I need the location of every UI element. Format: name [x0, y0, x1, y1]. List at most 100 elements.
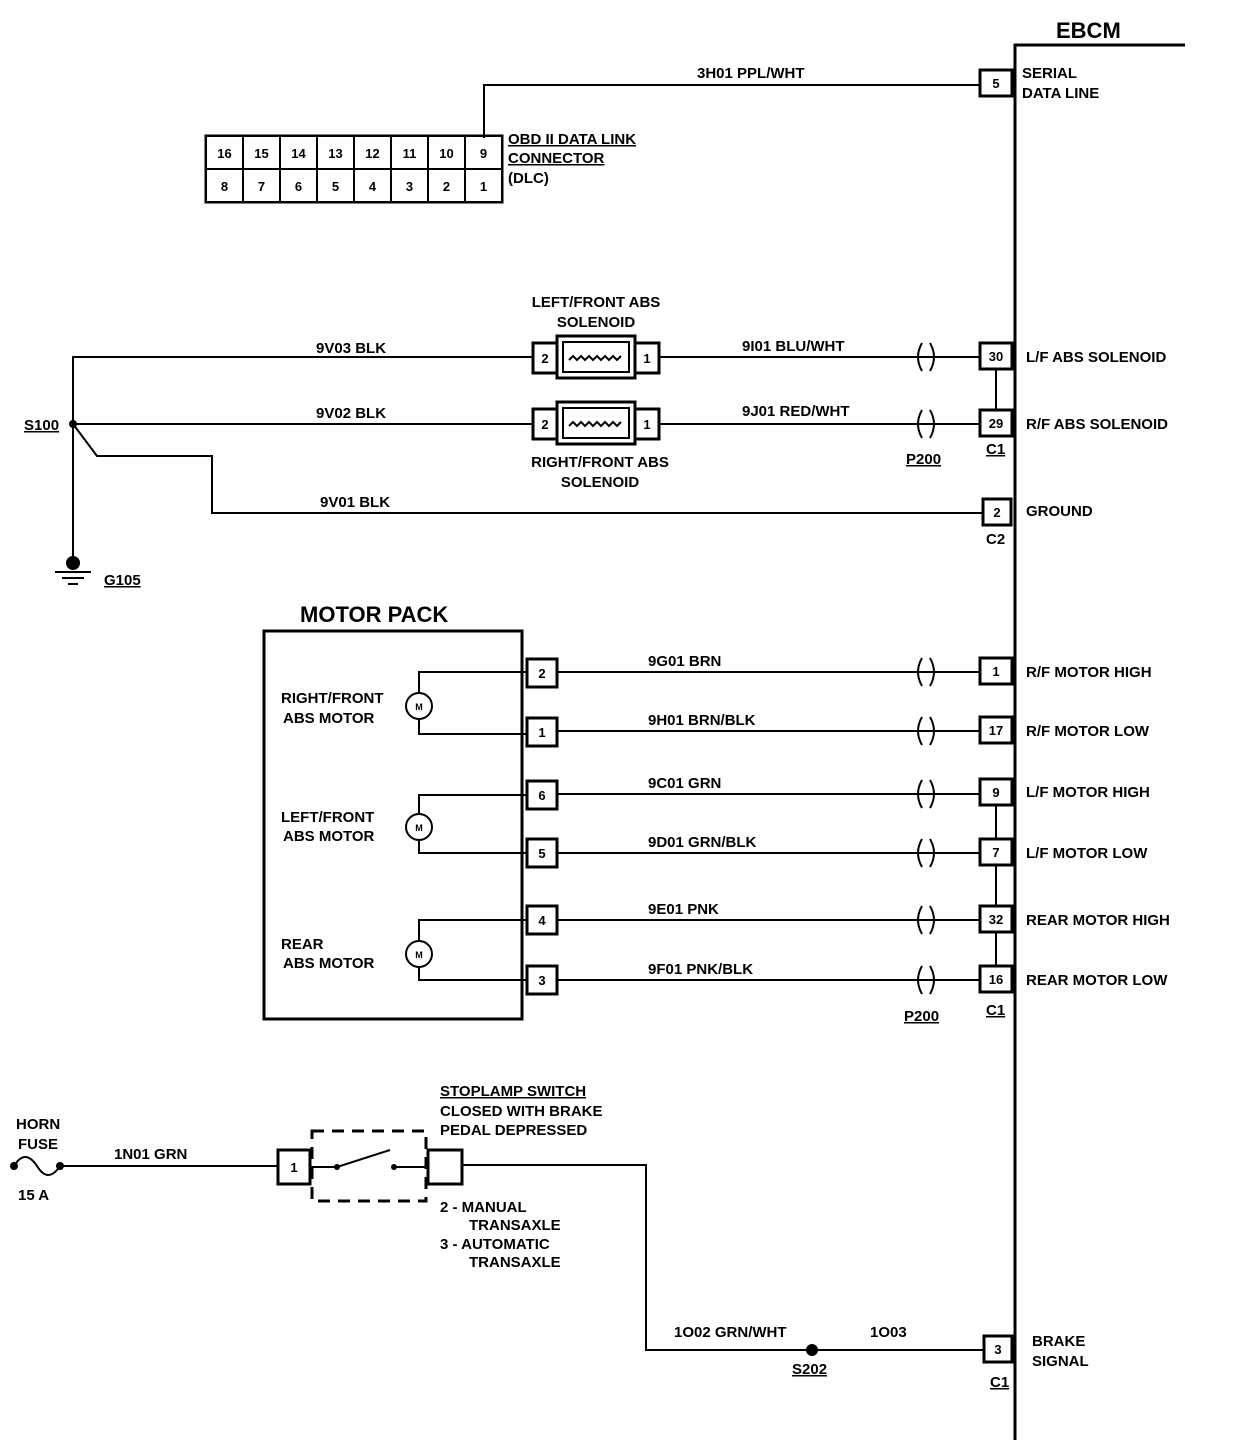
rear-motor-icon: [405, 940, 433, 968]
switch-arm-icon: [336, 1149, 391, 1168]
ebcm-pin-rf-low: 17: [989, 723, 1003, 738]
ebcm-connector-c1-a: C1: [986, 441, 1005, 458]
wire-label-horn-feed: 1N01 GRN: [114, 1146, 187, 1163]
stoplamp-note-1: 2 - MANUAL: [440, 1199, 527, 1216]
ebcm-pin-brake: 3: [994, 1342, 1001, 1357]
ebcm-serial-label-1: SERIAL: [1022, 65, 1077, 82]
wire-label-rf-high: 9G01 BRN: [648, 653, 721, 670]
p200-label-b: P200: [904, 1008, 939, 1025]
dlc-pin-13: 13: [328, 146, 342, 161]
dlc-pin-5: 5: [332, 179, 339, 194]
motor-pack-pin-6: 6: [538, 788, 545, 803]
fuse-rating: 15 A: [18, 1187, 49, 1204]
ebcm-connector-c2: C2: [986, 531, 1005, 548]
wire-label-sol-lf: 9I01 BLU/WHT: [742, 338, 845, 355]
rear-motor-label-1: REAR: [281, 936, 324, 953]
ebcm-rf-high-label: R/F MOTOR HIGH: [1026, 664, 1152, 681]
ebcm-module: EBCM 5 SERIAL DATA LINE 30 L/F ABS SOLEN…: [978, 18, 1185, 1440]
ebcm-pin-rf-high: 1: [992, 664, 999, 679]
ebcm-brake-label-1: BRAKE: [1032, 1333, 1085, 1350]
dlc-label-1: OBD II DATA LINK: [508, 131, 636, 148]
lf-motor-label-1: LEFT/FRONT: [281, 809, 374, 826]
ebcm-pin-lf-low: 7: [992, 845, 999, 860]
lf-abs-solenoid: LEFT/FRONT ABS SOLENOID 2 1: [531, 294, 661, 380]
motor-pack-pin-2: 2: [538, 666, 545, 681]
wire-label-sol-lf-gnd: 9V03 BLK: [316, 340, 386, 357]
motor-pack-pin-3: 3: [538, 973, 545, 988]
dlc-pin-1: 1: [480, 179, 487, 194]
splice-s100: S100: [24, 417, 59, 434]
dlc-pin-2: 2: [443, 179, 450, 194]
dlc-pin-9: 9: [480, 146, 487, 161]
motor-pack-pin-5: 5: [538, 846, 545, 861]
lf-solenoid-pin-1: 1: [643, 351, 650, 366]
fuse-icon: [13, 1156, 61, 1176]
wire-label-sol-rf-gnd: 9V02 BLK: [316, 405, 386, 422]
splice-s202-dot: [806, 1344, 818, 1356]
stoplamp-switch: STOPLAMP SWITCH CLOSED WITH BRAKE PEDAL …: [276, 1083, 603, 1271]
ebcm-rf-sol-label: R/F ABS SOLENOID: [1026, 416, 1168, 433]
ebcm-pin-lf-high: 9: [992, 785, 999, 800]
ground-g105: G105: [104, 572, 141, 589]
wire-label-rear-high: 9E01 PNK: [648, 901, 719, 918]
p200-connector-b: P200: [904, 657, 939, 1025]
rear-motor-symbol: M: [415, 950, 423, 960]
dlc-label-3: (DLC): [508, 170, 549, 187]
rf-solenoid-label-1: RIGHT/FRONT ABS: [531, 454, 669, 471]
stoplamp-title: STOPLAMP SWITCH: [440, 1083, 586, 1100]
wire-label-brake-b: 1O03: [870, 1324, 907, 1341]
wire-label-lf-high: 9C01 GRN: [648, 775, 721, 792]
motor-pack: MOTOR PACK RIGHT/FRONT ABS MOTOR LEFT/FR…: [262, 602, 559, 1021]
rf-solenoid-label-2: SOLENOID: [561, 474, 640, 491]
dlc-pin-7: 7: [258, 179, 265, 194]
dlc-pin-cell: [353, 168, 392, 203]
rf-motor-symbol: M: [415, 702, 423, 712]
wire-label-rf-low: 9H01 BRN/BLK: [648, 712, 756, 729]
p200-connector-a: P200: [906, 342, 941, 468]
ebcm-lf-high-label: L/F MOTOR HIGH: [1026, 784, 1150, 801]
dlc-pin-12: 12: [365, 146, 379, 161]
ebcm-title: EBCM: [1056, 18, 1121, 43]
ebcm-pin-ground: 2: [993, 505, 1000, 520]
dlc-pin-11: 11: [403, 146, 417, 161]
stoplamp-pin-1: 1: [290, 1160, 297, 1175]
dlc-pin-8: 8: [221, 179, 228, 194]
motor-wires: 9G01 BRN 9H01 BRN/BLK 9C01 GRN 9D01 GRN/…: [557, 653, 980, 981]
ebcm-lf-sol-label: L/F ABS SOLENOID: [1026, 349, 1166, 366]
motor-pack-pin-1: 1: [538, 725, 545, 740]
ebcm-connector-c1-b: C1: [986, 1002, 1005, 1019]
horn-fuse: HORN FUSE 15 A: [10, 1116, 64, 1204]
dlc-pin-cell: [427, 135, 466, 170]
ebcm-pin-rf-sol: 29: [989, 416, 1003, 431]
dlc-pin-3: 3: [406, 179, 413, 194]
ebcm-brake-label-2: SIGNAL: [1032, 1353, 1089, 1370]
rf-solenoid-pin-2: 2: [541, 417, 548, 432]
dlc-label-2: CONNECTOR: [508, 150, 605, 167]
lf-solenoid-pin-2: 2: [541, 351, 548, 366]
ebcm-rear-high-label: REAR MOTOR HIGH: [1026, 912, 1170, 929]
stoplamp-note-4: TRANSAXLE: [469, 1254, 561, 1271]
dlc-pin-15: 15: [254, 146, 268, 161]
fuse-label-2: FUSE: [18, 1136, 58, 1153]
ground-g105-dot: [66, 556, 80, 570]
wire-label-ebcm-gnd: 9V01 BLK: [320, 494, 390, 511]
wire-serial-data: [483, 84, 980, 138]
dlc-pin-4: 4: [369, 179, 377, 194]
dlc-pin-14: 14: [291, 146, 306, 161]
rf-motor-label-2: ABS MOTOR: [283, 710, 375, 727]
dlc-pin-cell: [464, 168, 503, 203]
ebcm-rf-low-label: R/F MOTOR LOW: [1026, 723, 1150, 740]
rf-abs-solenoid: 2 1 RIGHT/FRONT ABS SOLENOID: [531, 400, 669, 491]
dlc-pin-cell: [316, 168, 355, 203]
dlc-pin-cell: [242, 168, 281, 203]
dlc-pin-6: 6: [295, 179, 302, 194]
ebcm-rear-low-label: REAR MOTOR LOW: [1026, 972, 1168, 989]
rf-solenoid-pin-1: 1: [643, 417, 650, 432]
splice-s100-dot: [69, 420, 77, 428]
ebcm-lf-low-label: L/F MOTOR LOW: [1026, 845, 1148, 862]
dlc-pin-cell: [427, 168, 466, 203]
stoplamp-note-2: TRANSAXLE: [469, 1217, 561, 1234]
dlc-pin-10: 10: [439, 146, 453, 161]
ebcm-pin-rear-low: 16: [989, 972, 1003, 987]
